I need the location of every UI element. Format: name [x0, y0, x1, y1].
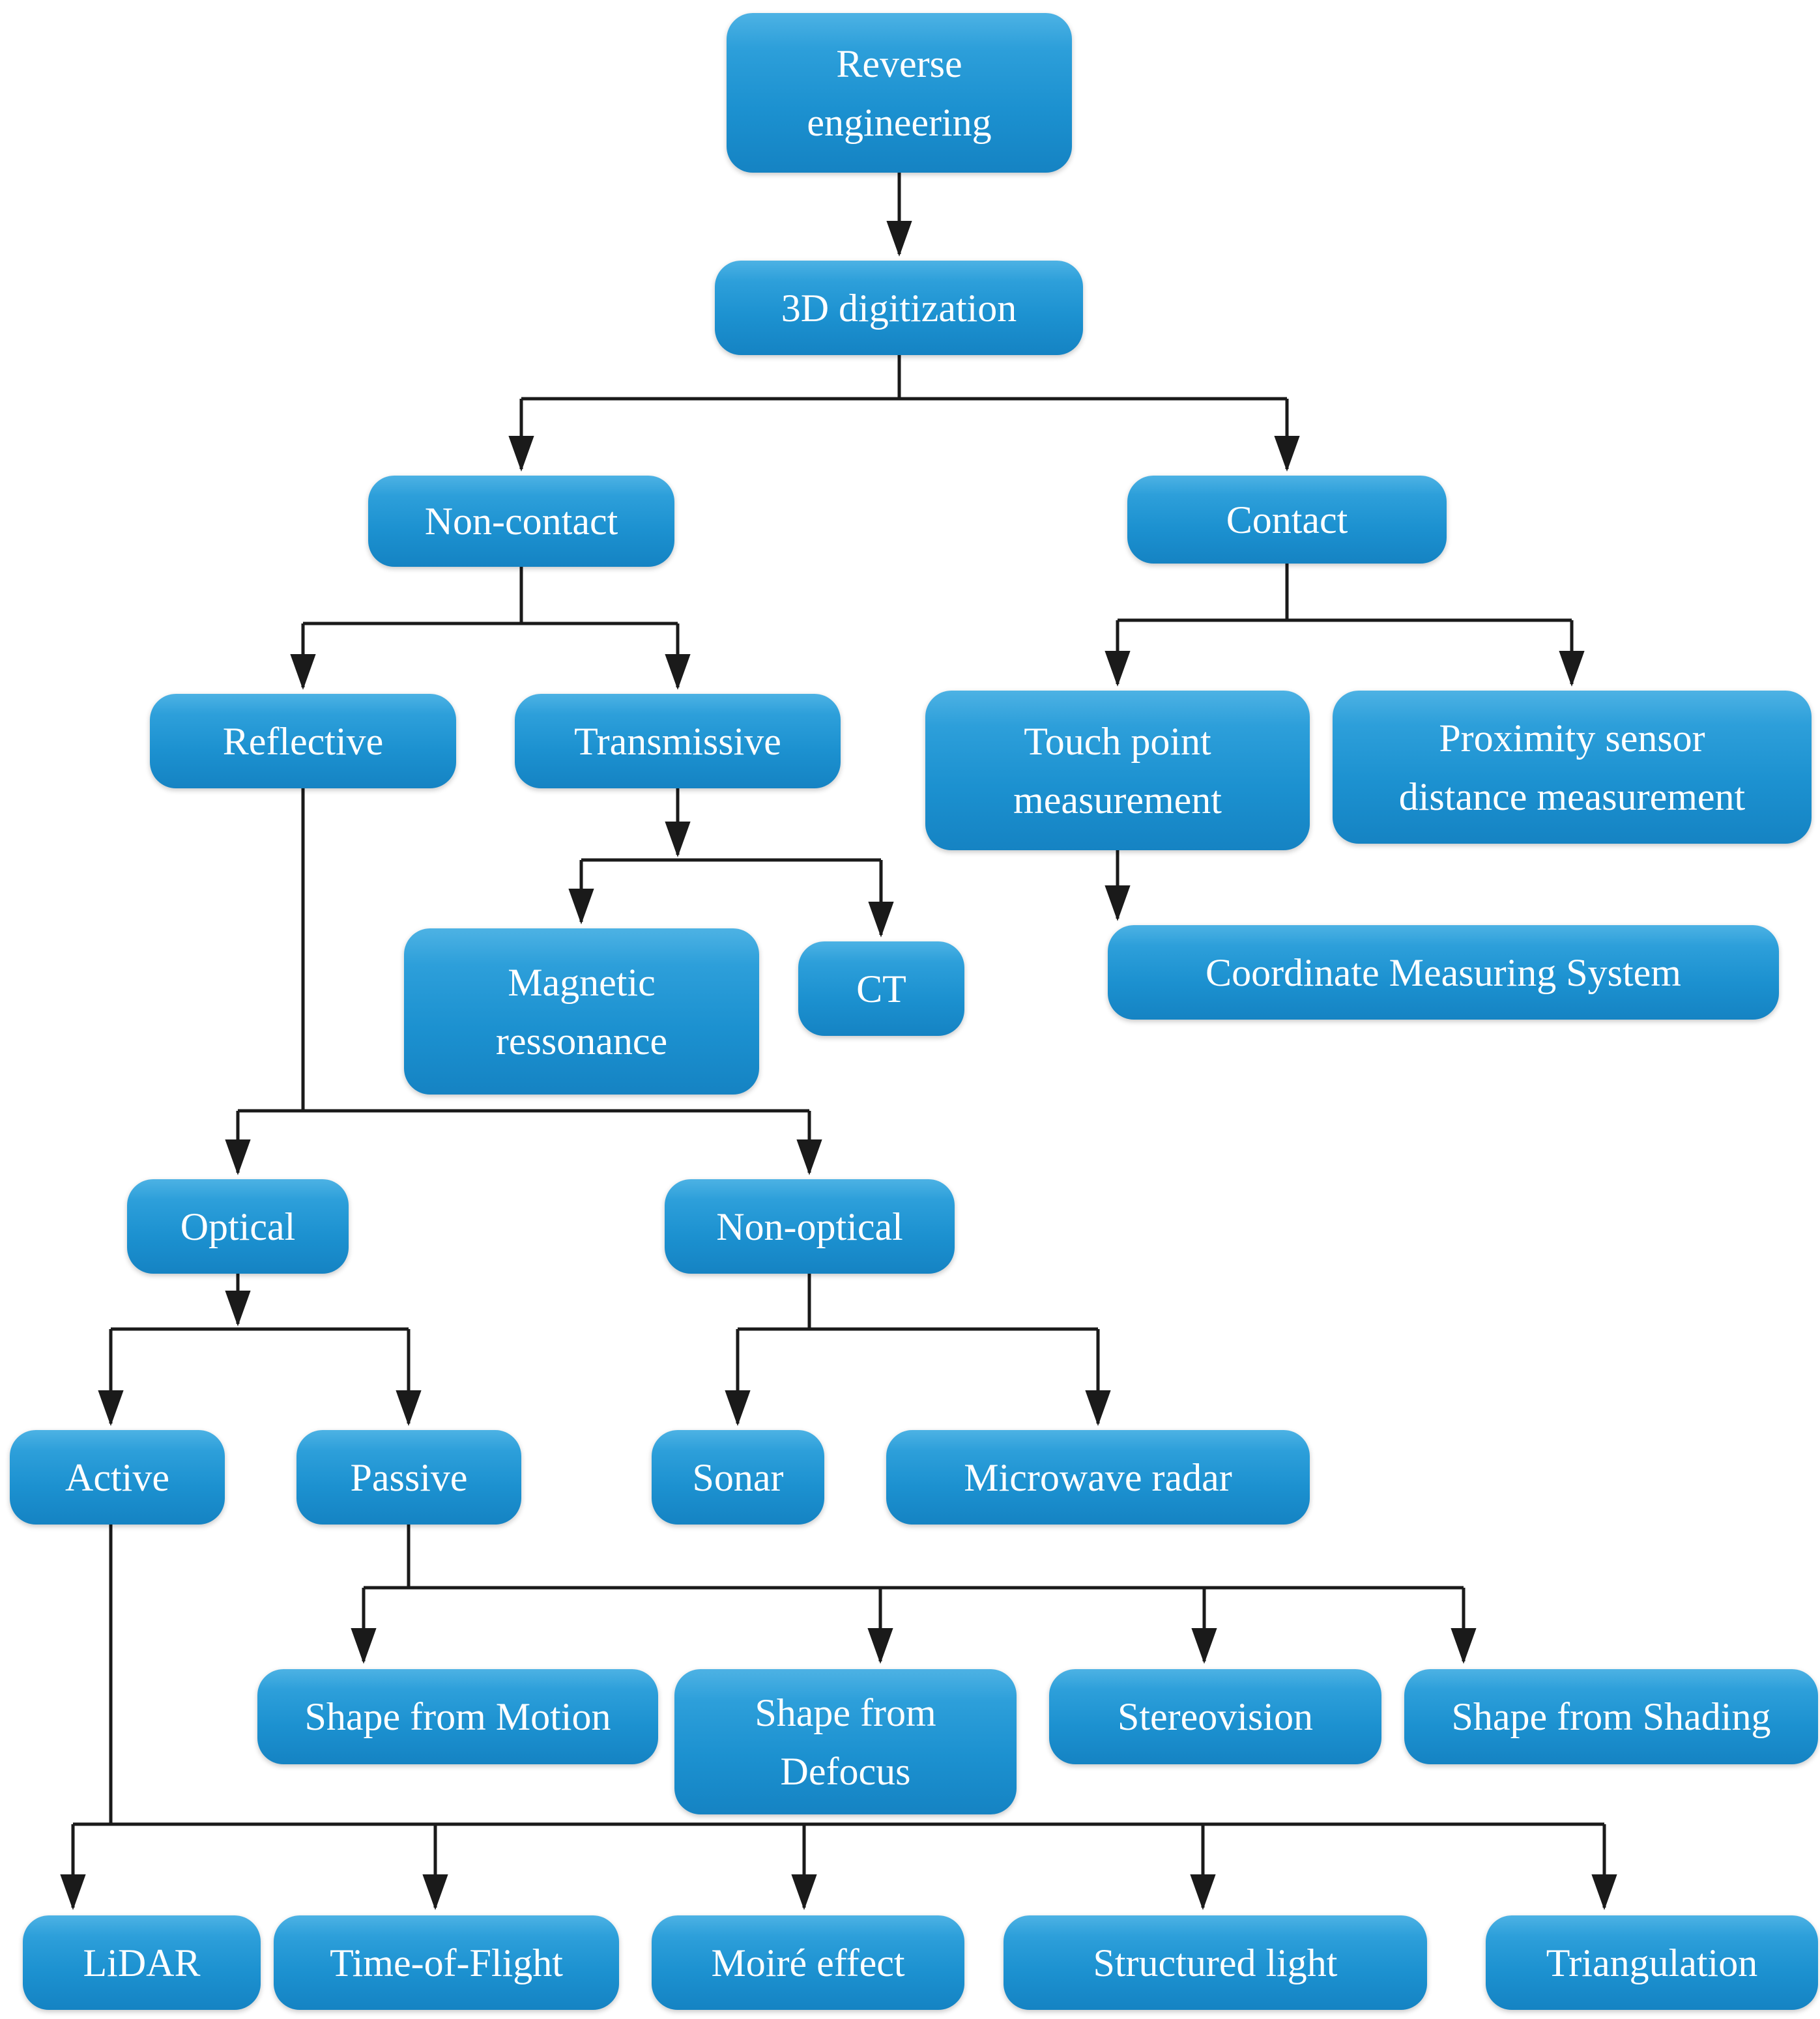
node-stereovision: Stereovision — [1049, 1669, 1381, 1764]
node-time-of-flight: Time-of-Flight — [274, 1915, 619, 2010]
node-shape-from-shading: Shape from Shading — [1404, 1669, 1818, 1764]
node-coordinate-measuring-system: Coordinate Measuring System — [1108, 925, 1779, 1020]
node-triangulation: Triangulation — [1486, 1915, 1818, 2010]
node-reflective: Reflective — [150, 694, 456, 788]
node-moire-effect: Moiré effect — [652, 1915, 964, 2010]
node-proximity-sensor-distance-measurement: Proximity sensor distance measurement — [1333, 691, 1812, 844]
node-contact: Contact — [1127, 476, 1447, 564]
node-3d-digitization: 3D digitization — [715, 261, 1083, 355]
node-sonar: Sonar — [652, 1430, 824, 1525]
node-microwave-radar: Microwave radar — [886, 1430, 1310, 1525]
node-transmissive: Transmissive — [515, 694, 841, 788]
node-non-contact: Non-contact — [368, 476, 674, 567]
node-active: Active — [10, 1430, 225, 1525]
node-non-optical: Non-optical — [665, 1179, 955, 1274]
node-touch-point-measurement: Touch point measurement — [925, 691, 1310, 850]
node-passive: Passive — [296, 1430, 521, 1525]
node-lidar: LiDAR — [23, 1915, 261, 2010]
node-ct: CT — [798, 941, 964, 1036]
node-optical: Optical — [127, 1179, 349, 1274]
node-reverse-engineering: Reverse engineering — [727, 13, 1072, 173]
node-magnetic-ressonance: Magnetic ressonance — [404, 928, 759, 1095]
node-shape-from-motion: Shape from Motion — [257, 1669, 658, 1764]
node-structured-light: Structured light — [1004, 1915, 1427, 2010]
node-shape-from-defocus: Shape from Defocus — [674, 1669, 1017, 1814]
